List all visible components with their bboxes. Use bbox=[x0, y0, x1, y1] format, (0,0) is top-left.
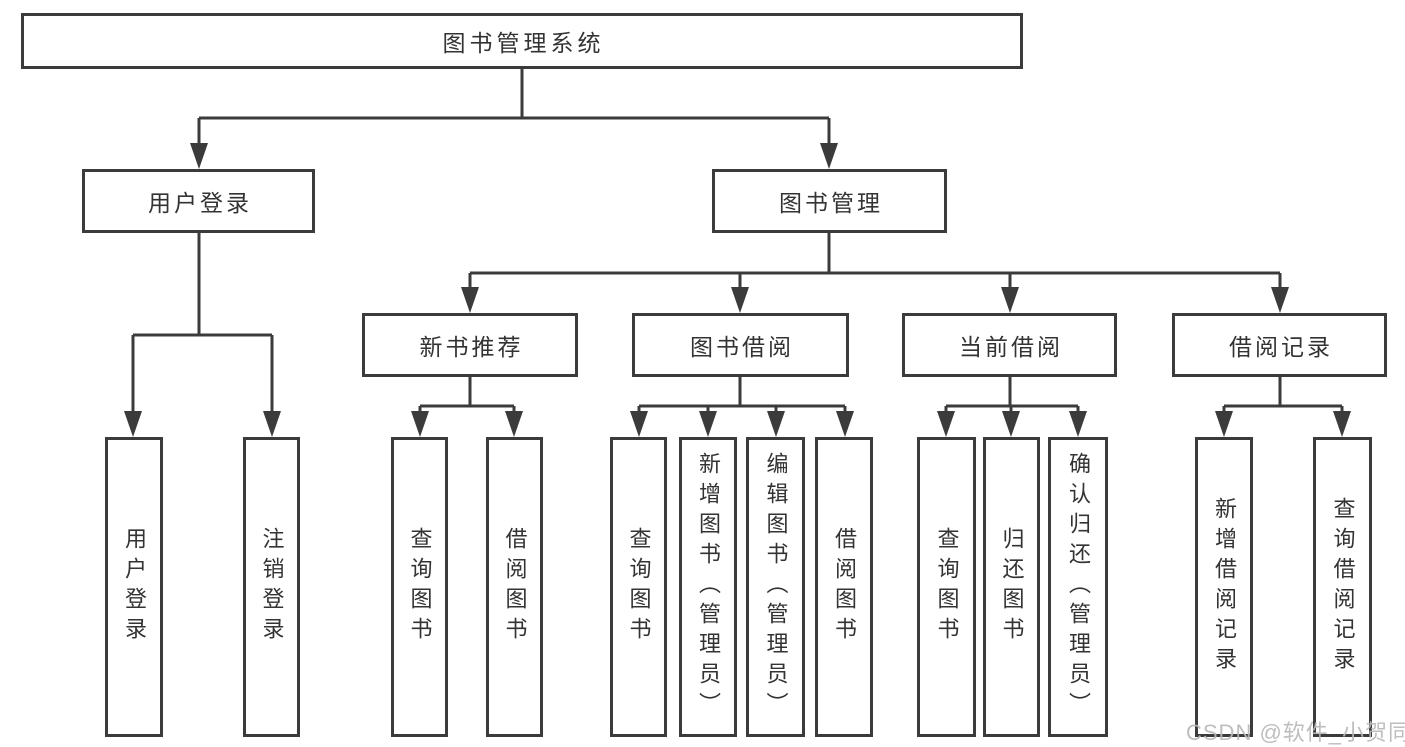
node-label: 图书管理 bbox=[779, 190, 883, 216]
node-library-management-system: 图书管理系统 bbox=[21, 13, 1023, 69]
arrow-down-icon bbox=[124, 411, 142, 437]
leaf-edit-book-admin: 编辑图书（管理员） bbox=[746, 437, 805, 737]
connector-book-management-branch bbox=[468, 233, 1282, 294]
leaf-add-borrow-record: 新增借阅记录 bbox=[1195, 437, 1253, 737]
arrow-down-icon bbox=[1333, 411, 1351, 437]
node-label: 当前借阅 bbox=[959, 334, 1063, 360]
leaf-logout: 注销登录 bbox=[243, 437, 300, 737]
leaf-label: 编辑图书（管理员） bbox=[763, 452, 789, 722]
connector-user-login-branch bbox=[131, 233, 274, 418]
leaf-label: 注销登录 bbox=[259, 527, 285, 647]
arrow-down-icon bbox=[1069, 411, 1087, 437]
node-current-borrowing: 当前借阅 bbox=[902, 313, 1117, 377]
leaf-label: 新增图书（管理员） bbox=[696, 452, 721, 722]
arrow-down-icon bbox=[1271, 287, 1289, 313]
arrow-down-icon bbox=[731, 287, 749, 313]
arrow-down-icon bbox=[699, 411, 717, 437]
node-book-borrowing: 图书借阅 bbox=[632, 313, 849, 377]
leaf-label: 用户登录 bbox=[122, 527, 147, 647]
leaf-borrow-books-recommend: 借阅图书 bbox=[486, 437, 543, 737]
arrow-down-icon bbox=[767, 411, 785, 437]
arrow-down-icon bbox=[820, 143, 838, 169]
arrow-down-icon bbox=[836, 411, 854, 437]
node-label: 借阅记录 bbox=[1229, 334, 1333, 360]
leaf-query-books-borrowing: 查询图书 bbox=[610, 437, 667, 737]
arrow-down-icon bbox=[505, 411, 523, 437]
node-label: 用户登录 bbox=[148, 190, 252, 216]
arrow-down-icon bbox=[461, 287, 479, 313]
arrow-down-icon bbox=[263, 411, 281, 437]
node-label: 图书借阅 bbox=[690, 334, 794, 360]
leaf-confirm-return-admin: 确认归还（管理员） bbox=[1048, 437, 1108, 737]
leaf-borrow-books-borrowing: 借阅图书 bbox=[815, 437, 873, 737]
arrow-down-icon bbox=[190, 143, 208, 169]
leaf-label: 借阅图书 bbox=[832, 527, 857, 647]
leaf-query-books-recommend: 查询图书 bbox=[391, 437, 448, 737]
connector-root-branch bbox=[197, 69, 831, 150]
arrow-down-icon bbox=[411, 411, 429, 437]
arrow-down-icon bbox=[630, 411, 648, 437]
arrow-down-icon bbox=[937, 411, 955, 437]
leaf-return-books: 归还图书 bbox=[983, 437, 1040, 737]
leaf-add-book-admin: 新增图书（管理员） bbox=[679, 437, 737, 737]
node-label: 新书推荐 bbox=[419, 334, 524, 360]
arrow-down-icon bbox=[1002, 411, 1020, 437]
node-label: 图书管理系统 bbox=[442, 30, 605, 56]
leaf-label: 查询图书 bbox=[407, 527, 433, 647]
leaf-label: 归还图书 bbox=[999, 527, 1025, 647]
leaf-query-books-current: 查询图书 bbox=[917, 437, 976, 737]
arrow-down-icon bbox=[1001, 287, 1019, 313]
connector-borrow-records-branch bbox=[1222, 377, 1344, 418]
leaf-query-borrow-record: 查询借阅记录 bbox=[1313, 437, 1372, 737]
leaf-label: 查询借阅记录 bbox=[1330, 497, 1356, 677]
connector-new-book-branch bbox=[418, 377, 516, 418]
arrow-down-icon bbox=[1215, 411, 1233, 437]
leaf-user-login: 用户登录 bbox=[105, 437, 163, 737]
node-book-management: 图书管理 bbox=[712, 169, 947, 233]
node-borrowing-records: 借阅记录 bbox=[1172, 313, 1387, 377]
node-new-book-recommendation: 新书推荐 bbox=[362, 313, 578, 377]
csdn-watermark: CSDN @软件_小贺同学 bbox=[1186, 720, 1405, 745]
leaf-label: 确认归还（管理员） bbox=[1066, 452, 1091, 722]
leaf-label: 新增借阅记录 bbox=[1212, 497, 1237, 677]
leaf-label: 借阅图书 bbox=[502, 527, 528, 647]
leaf-label: 查询图书 bbox=[626, 527, 652, 647]
leaf-label: 查询图书 bbox=[934, 527, 960, 647]
connector-book-borrowing-branch bbox=[637, 377, 847, 418]
node-user-login: 用户登录 bbox=[82, 169, 315, 233]
